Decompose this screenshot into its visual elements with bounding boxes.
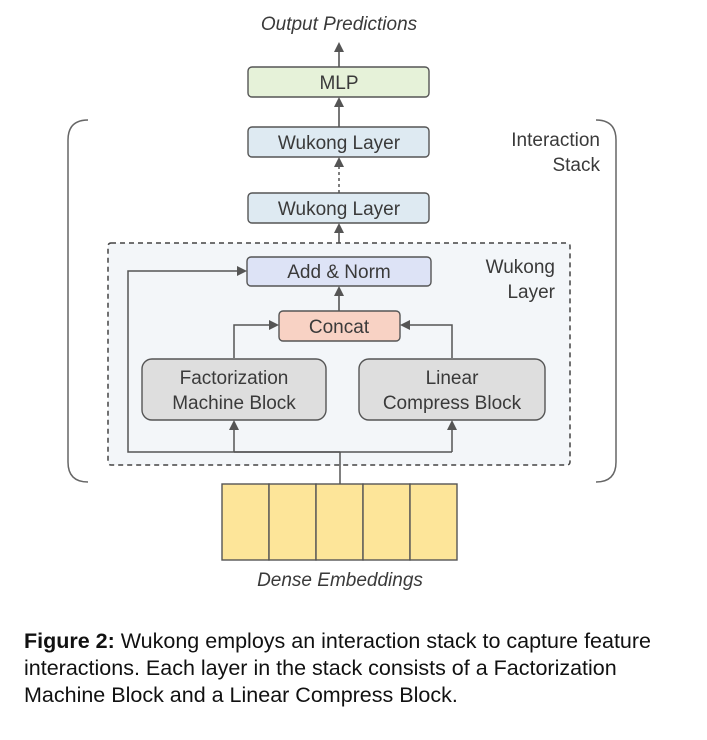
embedding-cell <box>362 483 411 561</box>
concat-label: Concat <box>309 317 370 338</box>
architecture-diagram: Output Predictions MLP Interaction Stack… <box>67 14 617 591</box>
lcb-block-label-line1: Linear <box>426 368 479 389</box>
lcb-block-label-line2: Compress Block <box>383 393 522 414</box>
embedding-cell <box>268 483 317 561</box>
caption-prefix: Figure 2: <box>24 629 115 653</box>
embedding-cell <box>221 483 270 561</box>
output-predictions-label: Output Predictions <box>261 14 418 35</box>
dense-embeddings-label: Dense Embeddings <box>257 570 423 591</box>
embedding-cell <box>409 483 458 561</box>
wukong-layer-top-label: Wukong Layer <box>278 133 401 154</box>
arrow-fm-to-concat <box>233 320 279 358</box>
mlp-label: MLP <box>319 73 358 94</box>
dense-embeddings <box>221 483 458 561</box>
wukong-layer-group-label-line2: Layer <box>507 282 555 303</box>
embedding-cell <box>315 483 364 561</box>
interaction-stack-left-brace <box>67 119 89 483</box>
fm-block-label-line1: Factorization <box>180 368 289 389</box>
caption-text: Wukong employs an interaction stack to c… <box>24 629 652 707</box>
interaction-stack-right-brace <box>595 119 617 483</box>
wukong-layer-bottom-label: Wukong Layer <box>278 199 401 220</box>
interaction-stack-label-line2: Stack <box>552 155 600 176</box>
fm-block-label-line2: Machine Block <box>172 393 296 414</box>
add-norm-label: Add & Norm <box>287 262 390 283</box>
interaction-stack-label-line1: Interaction <box>511 130 600 151</box>
figure-caption: Figure 2: Wukong employs an interaction … <box>24 628 694 709</box>
arrow-lcb-to-concat <box>400 320 453 358</box>
wukong-layer-group-label-line1: Wukong <box>486 257 555 278</box>
